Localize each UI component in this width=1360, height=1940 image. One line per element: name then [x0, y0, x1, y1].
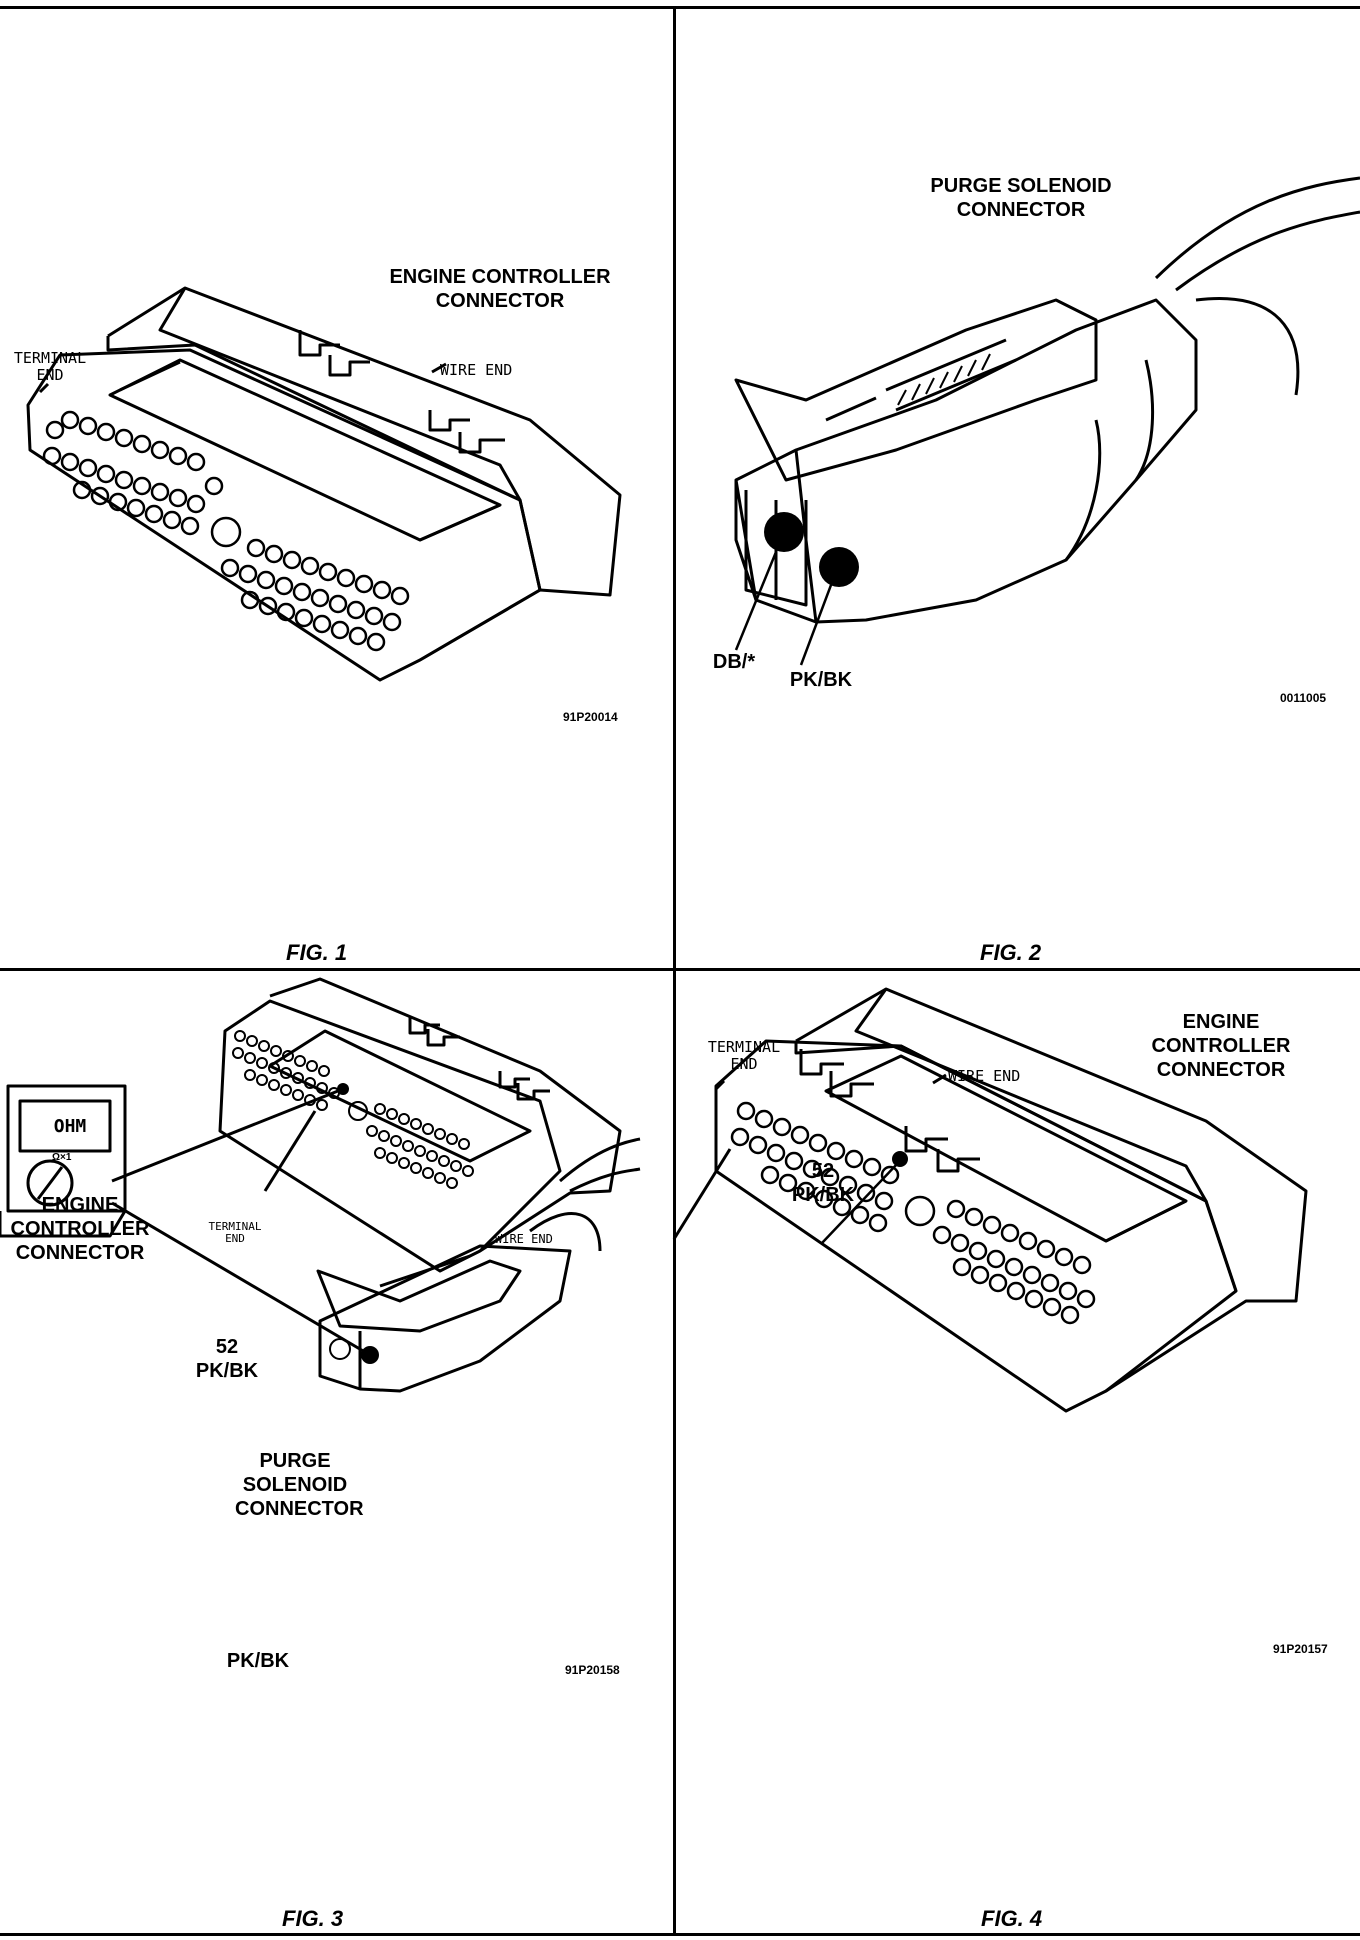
purge-solenoid-connector-drawing [734, 176, 1360, 666]
wire-end-label: WIRE END [495, 1232, 553, 1246]
meter-display: OHM [53, 1116, 87, 1137]
ecm-connector-label: ENGINE CONTROLLER CONNECTOR [10, 1194, 150, 1264]
cavity-52 [892, 1151, 908, 1167]
connector-label: ENGINE CONTROLLER CONNECTOR [1151, 1011, 1291, 1081]
figure-code: 0011005 [1280, 691, 1327, 705]
ohmmeter-test-drawing [0, 977, 641, 1393]
figure-caption: FIG. 3 [282, 1906, 344, 1931]
top-border [0, 6, 1360, 9]
bottom-border [0, 1933, 1360, 1936]
pin-label-pk-bk: PK/BK [789, 669, 853, 691]
solenoid-connector-label: PURGE SOLENOID CONNECTOR [235, 1450, 364, 1520]
solenoid-pin-label: PK/BK [226, 1650, 290, 1672]
terminal-end-label: TERMINAL END [208, 1220, 262, 1245]
horizontal-divider [0, 968, 1360, 971]
cavity-52-probe [337, 1083, 349, 1095]
figure-caption: FIG. 2 [980, 940, 1042, 965]
cavity-52-label: 52 PK/BK [195, 1336, 259, 1382]
pin-pk-bk [819, 547, 859, 587]
vertical-divider [673, 6, 676, 1936]
figure-1-panel: ENGINE CONTROLLER CONNECTOR TERMINAL END… [0, 0, 673, 968]
connector-label: ENGINE CONTROLLER CONNECTOR [389, 266, 611, 312]
cavity-52-label: 52 PK/BK [791, 1160, 855, 1206]
figure-caption: FIG. 4 [981, 1906, 1043, 1931]
figure-2-panel: PURGE SOLENOID CONNECTOR DB/* PK/BK 0011… [676, 0, 1360, 968]
meter-range: Ω×1 [52, 1152, 72, 1163]
engine-controller-connector-drawing [672, 987, 1308, 1413]
figure-4-panel: ENGINE CONTROLLER CONNECTOR TERMINAL END… [672, 971, 1360, 1933]
figure-code: 91P20157 [1273, 1642, 1328, 1656]
figure-code: 91P20014 [563, 710, 618, 724]
solenoid-pin-probe [361, 1346, 379, 1364]
figure-caption: FIG. 1 [286, 940, 348, 965]
figure-3-panel: ENGINE CONTROLLER CONNECTOR TERMINAL END… [0, 971, 673, 1933]
wire-end-label: WIRE END [948, 1067, 1021, 1085]
figure-code: 91P20158 [565, 1663, 620, 1677]
pin-label-db: DB/* [712, 651, 756, 673]
connector-label: PURGE SOLENOID CONNECTOR [930, 175, 1112, 221]
pin-db [764, 512, 804, 552]
engine-controller-connector-drawing [26, 286, 622, 682]
terminal-end-label: TERMINAL END [13, 349, 87, 384]
terminal-end-label: TERMINAL END [707, 1038, 781, 1073]
wire-end-label: WIRE END [440, 361, 513, 379]
